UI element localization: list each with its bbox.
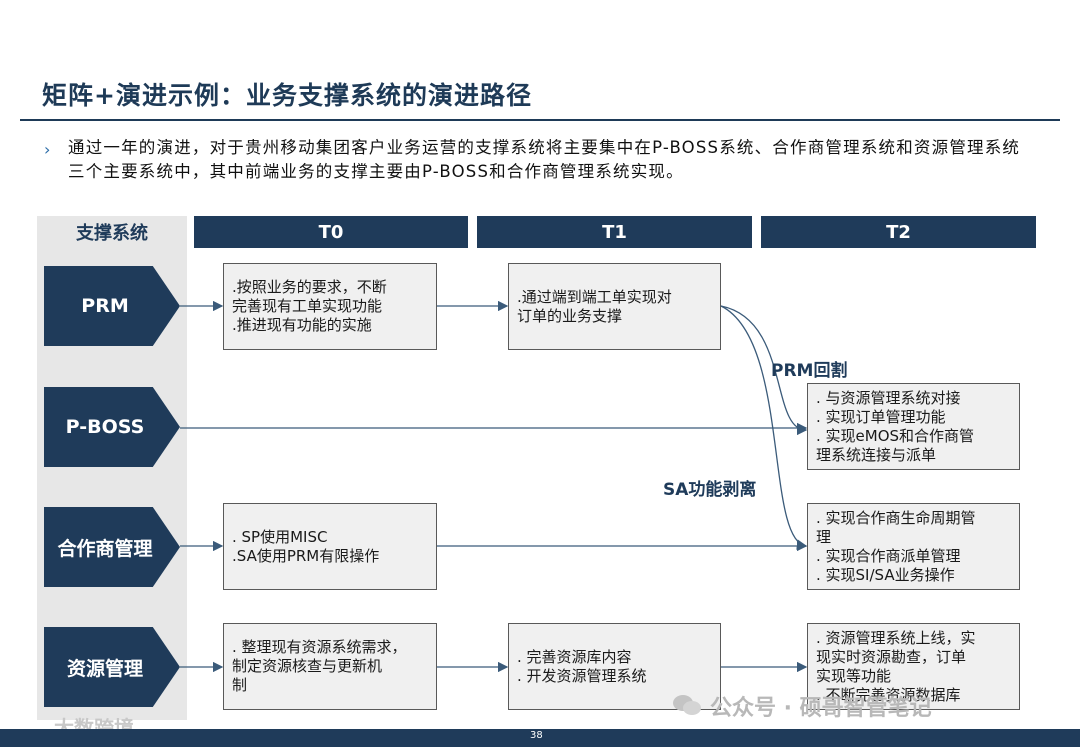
column-header-t0: T0 (194, 216, 468, 248)
box-partner-t0: . SP使用MISC.SA使用PRM有限操作 (223, 503, 437, 590)
page-number: 38 (530, 730, 543, 741)
label-sa-split: SA功能剥离 (663, 480, 757, 500)
title-divider (20, 119, 1060, 121)
curve-sa-split (720, 305, 808, 550)
curve-prm-return (720, 305, 808, 436)
footer-bar (0, 729, 1080, 747)
box-resource-t2: . 资源管理系统上线，实现实时资源勘查，订单实现等功能. 不断完善资源数据库 (807, 623, 1020, 710)
box-partner-t2: . 实现合作商生命周期管理. 实现合作商派单管理. 实现SI/SA业务操作 (807, 503, 1020, 590)
intro-bullet-icon: › (44, 140, 51, 159)
row-label-prm: PRM (44, 266, 180, 346)
watermark-right: 公众号 · 硕哥智管笔记 (710, 696, 932, 721)
column-header-t1: T1 (477, 216, 752, 248)
column-header-t2: T2 (761, 216, 1036, 248)
intro-text: 通过一年的演进，对于贵州移动集团客户业务运营的支撑系统将主要集中在P-BOSS系… (68, 138, 1021, 181)
box-resource-t0: . 整理现有资源系统需求，制定资源核查与更新机制 (223, 623, 437, 710)
row-label-partner: 合作商管理 (44, 507, 180, 587)
page-title: 矩阵+演进示例：业务支撑系统的演进路径 (42, 81, 532, 110)
row-label-pboss: P-BOSS (44, 387, 180, 467)
row-label-resource: 资源管理 (44, 627, 180, 707)
box-pboss-t2: . 与资源管理系统对接. 实现订单管理功能. 实现eMOS和合作商管理系统连接与… (807, 383, 1020, 470)
wechat-watermark-icon (673, 695, 701, 715)
column-header-system: 支撑系统 (76, 223, 148, 244)
box-prm-t0: .按照业务的要求，不断完善现有工单实现功能.推进现有功能的实施 (223, 263, 437, 350)
label-prm-return: PRM回割 (771, 361, 848, 381)
box-prm-t1: .通过端到端工单实现对订单的业务支撑 (508, 263, 721, 350)
